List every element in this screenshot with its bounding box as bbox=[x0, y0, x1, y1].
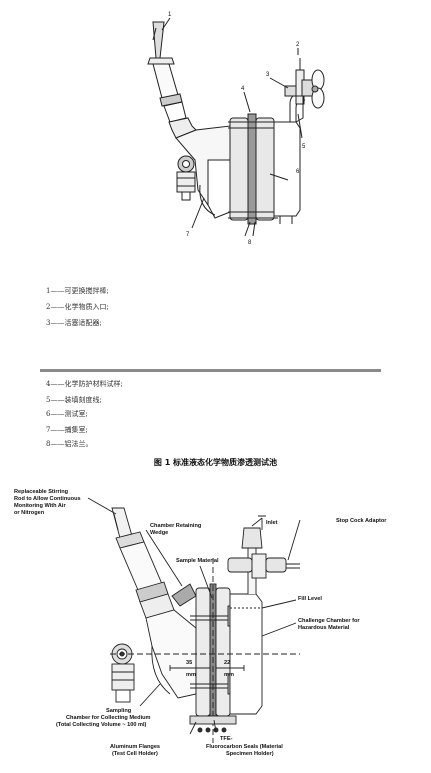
label-stirring-rod-3: Monitoring With Air bbox=[14, 503, 66, 509]
label-fill-level: Fill Level bbox=[298, 596, 322, 602]
label-aluminum-flanges-2: (Test Cell Holder) bbox=[112, 751, 158, 757]
legend-item-2: 2——化学物质入口; bbox=[46, 303, 109, 311]
page-break-rule bbox=[40, 369, 381, 372]
label-sampling-chamber-3: (Total Collecting Volume ~ 100 ml) bbox=[56, 722, 147, 728]
callout-2: 2 bbox=[296, 42, 300, 48]
label-stop-cock: Stop Cock Adaptor bbox=[336, 518, 387, 524]
dim-right-unit: mm bbox=[224, 672, 234, 678]
label-fluorocarbon-seals-1: Fluorocarbon Seals (Material bbox=[206, 744, 283, 750]
dim-right-value: 22 bbox=[224, 660, 230, 666]
top-cell-diagram: 1 2 3 4 5 6 7 8 bbox=[147, 12, 325, 246]
label-challenge-chamber-2: Hazardous Material bbox=[298, 625, 350, 631]
callout-4: 4 bbox=[241, 86, 245, 92]
figure-caption: 图 1 标准液态化学物质渗透测试池 bbox=[153, 458, 278, 467]
legend-item-8: 8——铝法兰。 bbox=[46, 440, 93, 448]
callout-1: 1 bbox=[168, 12, 172, 18]
label-sampling-chamber-1: Sampling bbox=[106, 708, 132, 714]
callout-8: 8 bbox=[248, 240, 252, 246]
callout-7: 7 bbox=[186, 232, 190, 238]
label-aluminum-flanges-1: Aluminum Flanges bbox=[110, 744, 160, 750]
label-stirring-rod-1: Replaceable Stirring bbox=[14, 489, 69, 495]
label-tfe: TFE- bbox=[220, 736, 233, 742]
legend-item-4: 4——化学防护材料试样; bbox=[46, 380, 123, 388]
label-retaining-wedge-1: Chamber Retaining bbox=[150, 523, 202, 529]
callout-3: 3 bbox=[266, 72, 270, 78]
dim-left-value: 35 bbox=[186, 660, 192, 666]
legend-item-5: 5——装填刻度线; bbox=[46, 396, 102, 404]
callout-6: 6 bbox=[296, 169, 300, 175]
label-stirring-rod-4: or Nitrogen bbox=[14, 510, 45, 516]
label-sample-material: Sample Material bbox=[176, 558, 219, 564]
dim-left-unit: mm bbox=[186, 672, 196, 678]
legend-item-1: 1——可更换搅拌棒; bbox=[46, 287, 109, 295]
label-sampling-chamber-2: Chamber for Collecting Medium bbox=[66, 715, 151, 721]
legend-item-6: 6——测试室; bbox=[46, 410, 88, 418]
label-fluorocarbon-seals-2: Specimen Holder) bbox=[226, 751, 274, 757]
legend-item-7: 7——捕集室; bbox=[46, 426, 88, 434]
label-stirring-rod-2: Rod to Allow Continuous bbox=[14, 496, 81, 502]
legend-item-3: 3——活塞适配器; bbox=[46, 319, 102, 327]
callout-5: 5 bbox=[302, 144, 306, 150]
label-retaining-wedge-2: Wedge bbox=[150, 530, 168, 536]
bottom-cell-diagram: Replaceable Stirring Rod to Allow Contin… bbox=[14, 489, 387, 757]
label-inlet: Inlet bbox=[266, 520, 278, 526]
label-challenge-chamber-1: Challenge Chamber for bbox=[298, 618, 360, 624]
